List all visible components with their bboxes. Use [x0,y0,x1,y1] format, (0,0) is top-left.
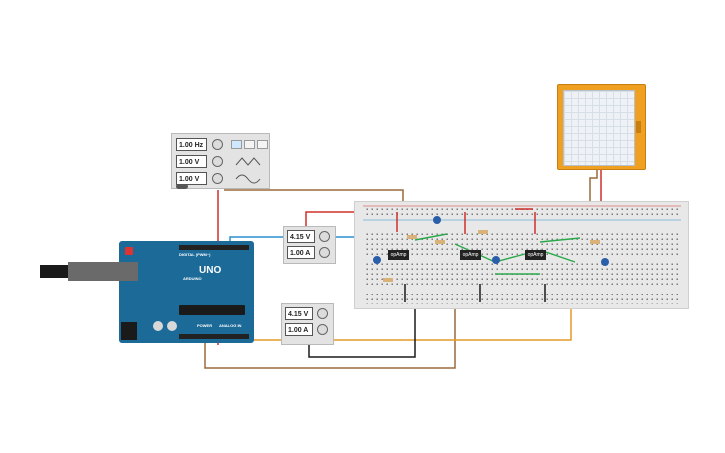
scope-side-label [636,121,641,133]
opamp-chip-3[interactable]: opAmp [525,250,546,260]
digital-header [179,245,249,250]
oscilloscope[interactable] [557,84,646,170]
breadboard[interactable]: opAmp opAmp opAmp [354,201,689,309]
offset-knob[interactable] [212,173,223,184]
uno-logo-text: UNO [199,265,222,276]
waveform-icon [235,157,261,184]
opamp-chip-2[interactable]: opAmp [460,250,481,260]
power-supply-bottom[interactable]: 4.15 V 1.00 A [281,303,334,345]
ps1-current-knob[interactable] [319,247,330,258]
amplitude-knob[interactable] [212,156,223,167]
wire-brown-fg[interactable] [224,189,404,205]
microcontroller-chip [179,305,245,315]
triangle-wave-button[interactable] [257,140,268,149]
ps1-voltage-knob[interactable] [319,231,330,242]
sine-wave-button[interactable] [231,140,242,149]
oscilloscope-screen [563,90,635,166]
wire-brown-bottom[interactable] [204,290,456,369]
analog-label: ANALOG IN [219,323,242,328]
arduino-board[interactable]: DIGITAL (PWM~) UNO ARDUINO POWER ANALOG … [119,241,254,343]
wire-black[interactable] [308,285,416,358]
power-toggle[interactable] [176,184,188,189]
ps1-voltage-display: 4.15 V [287,230,315,243]
frequency-display: 1.00 Hz [176,138,207,151]
arduino-logo-text: ARDUINO [183,276,202,281]
capacitor-1 [167,321,177,331]
digital-label: DIGITAL (PWM~) [179,252,211,257]
usb-connector [68,262,138,281]
ps2-voltage-display: 4.15 V [285,307,313,320]
reset-button[interactable] [125,247,133,255]
offset-display: 1.00 V [176,172,207,185]
ps2-voltage-knob[interactable] [317,308,328,319]
power-label: POWER [197,323,213,328]
capacitor-2 [153,321,163,331]
ps2-current-knob[interactable] [317,324,328,335]
power-jack [121,322,137,340]
frequency-knob[interactable] [212,139,223,150]
square-wave-button[interactable] [244,140,255,149]
power-header [179,334,249,339]
opamp-chip-1[interactable]: opAmp [388,250,409,260]
amplitude-display: 1.00 V [176,155,207,168]
breadboard-holes [363,205,681,304]
power-supply-top[interactable]: 4.15 V 1.00 A [283,226,336,264]
ps2-current-display: 1.00 A [285,323,313,336]
ps1-current-display: 1.00 A [287,246,315,259]
usb-cable [40,265,68,278]
function-generator[interactable]: 1.00 Hz 1.00 V 1.00 V [171,133,270,189]
